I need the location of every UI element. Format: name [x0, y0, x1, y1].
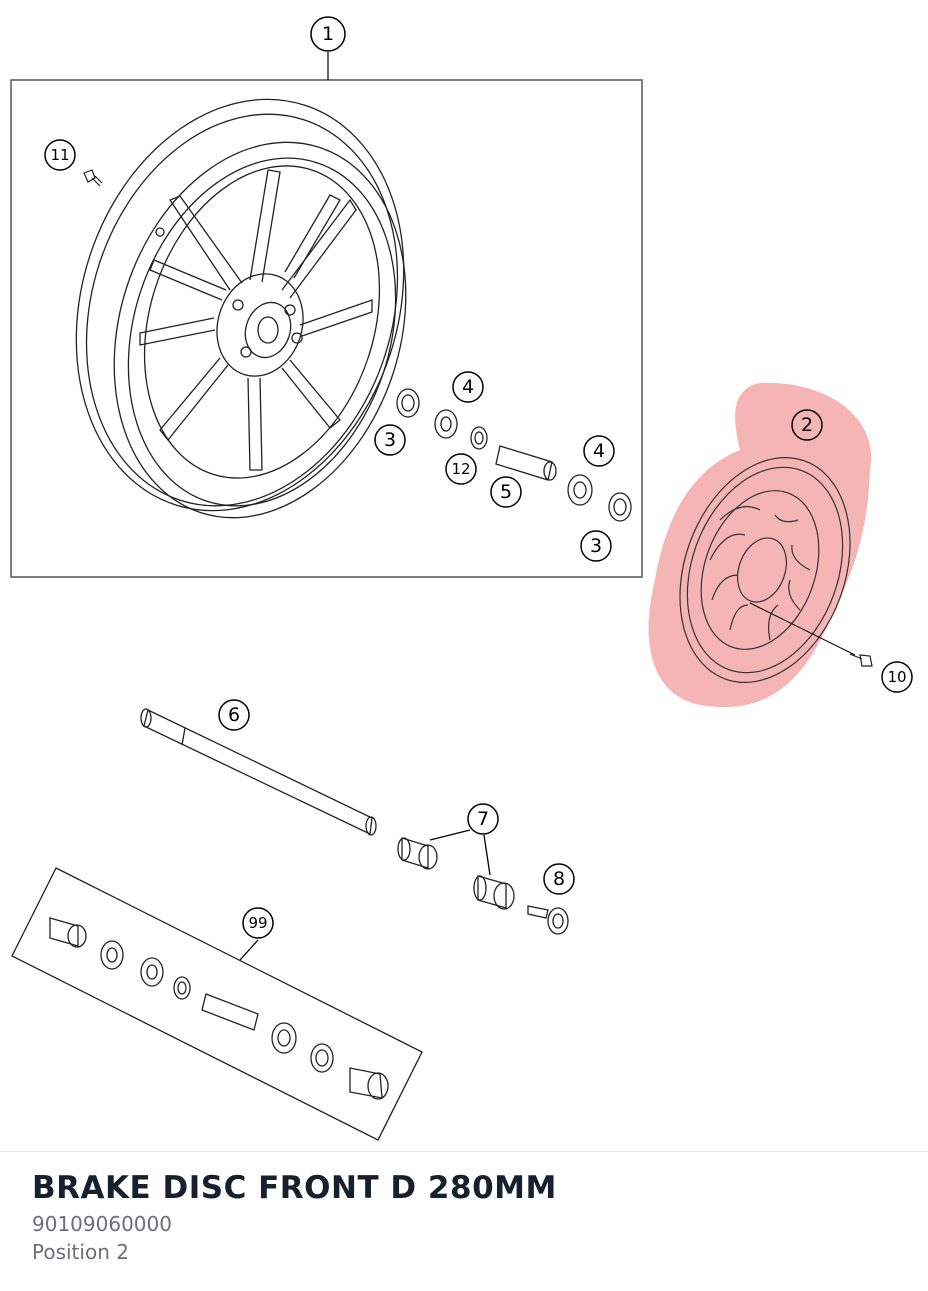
part-info-panel: BRAKE DISC FRONT D 280MM 90109060000 Pos…: [0, 1151, 928, 1291]
svg-text:8: 8: [553, 868, 565, 890]
svg-text:4: 4: [462, 376, 474, 398]
callout-3a[interactable]: 3: [374, 424, 406, 456]
spacer-sleeve-5[interactable]: [495, 445, 557, 481]
svg-text:6: 6: [228, 704, 240, 726]
svg-text:2: 2: [801, 414, 813, 436]
svg-text:7: 7: [477, 808, 489, 830]
svg-text:12: 12: [451, 460, 470, 478]
repair-kit-99[interactable]: [11, 867, 423, 1141]
callout-7[interactable]: 7: [467, 803, 499, 835]
part-title: BRAKE DISC FRONT D 280MM: [32, 1170, 557, 1206]
callout-10[interactable]: 10: [881, 661, 913, 693]
axle-6[interactable]: [140, 708, 377, 836]
callout-12[interactable]: 12: [445, 453, 477, 485]
brake-disc-2[interactable]: [648, 382, 880, 708]
callout-4a[interactable]: 4: [452, 371, 484, 403]
svg-text:11: 11: [50, 146, 69, 164]
wheel-assembly-frame: [10, 79, 643, 578]
wheel-rim[interactable]: [25, 56, 455, 555]
bolt-11[interactable]: [83, 169, 103, 187]
callout-8[interactable]: 8: [543, 863, 575, 895]
spacer-7b[interactable]: [473, 875, 515, 910]
seal-3a[interactable]: [396, 388, 420, 418]
spacer-7a[interactable]: [397, 837, 438, 870]
svg-text:1: 1: [322, 23, 334, 45]
callout-1[interactable]: 1: [310, 16, 346, 52]
highlight-area: [648, 382, 872, 708]
exploded-parts-diagram: 1 2 3 3 4 4 5 6 7 8 10 11 12 99: [10, 16, 913, 1141]
callout-5[interactable]: 5: [490, 476, 522, 508]
callout-6[interactable]: 6: [218, 699, 250, 731]
callout-4b[interactable]: 4: [583, 435, 615, 467]
bearing-4b[interactable]: [567, 474, 593, 506]
part-position: Position 2: [32, 1240, 129, 1264]
seal-3b[interactable]: [608, 492, 632, 522]
svg-text:99: 99: [248, 914, 267, 932]
svg-text:5: 5: [500, 481, 512, 503]
bearing-4a[interactable]: [434, 409, 458, 439]
svg-text:3: 3: [384, 429, 396, 451]
callout-99[interactable]: 99: [242, 907, 274, 939]
bolt-10[interactable]: [849, 653, 873, 667]
callout-3b[interactable]: 3: [580, 530, 612, 562]
svg-text:10: 10: [887, 668, 906, 686]
svg-text:3: 3: [590, 535, 602, 557]
spacer-12[interactable]: [470, 426, 488, 450]
callout-2[interactable]: 2: [791, 409, 823, 441]
bolt-8[interactable]: [527, 905, 569, 935]
part-number: 90109060000: [32, 1212, 172, 1236]
svg-text:4: 4: [593, 440, 605, 462]
callout-11[interactable]: 11: [44, 139, 76, 171]
